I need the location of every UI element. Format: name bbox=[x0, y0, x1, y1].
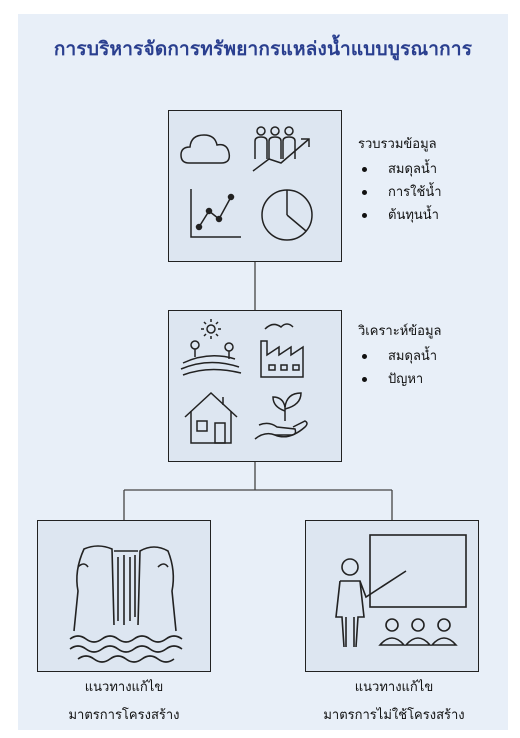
hand-plant-icon bbox=[255, 393, 307, 439]
collect-node bbox=[168, 110, 342, 262]
collect-item-2: การใช้น้ำ bbox=[358, 181, 442, 204]
collect-heading: รวบรวมข้อมูล bbox=[358, 133, 442, 154]
nonstructural-icons bbox=[306, 521, 480, 673]
analyze-item-1: สมดุลน้ำ bbox=[358, 345, 442, 368]
analyze-heading: วิเคราะห์ข้อมูล bbox=[358, 320, 442, 341]
structural-caption: แนวทางแก้ไข มาตรการโครงสร้าง bbox=[22, 674, 226, 730]
analyze-node bbox=[168, 310, 342, 462]
collect-icons bbox=[169, 111, 343, 263]
factory-icon bbox=[261, 324, 303, 377]
analyze-text: วิเคราะห์ข้อมูล สมดุลน้ำ ปัญหา bbox=[358, 320, 442, 391]
nonstructural-line-1: แนวทางแก้ไข bbox=[292, 674, 496, 702]
nonstructural-caption: แนวทางแก้ไข มาตรการไม่ใช้โครงสร้าง bbox=[292, 674, 496, 730]
structural-icons bbox=[38, 521, 212, 673]
house-icon bbox=[185, 393, 237, 443]
pie-chart-icon bbox=[262, 190, 312, 240]
analyze-item-2: ปัญหา bbox=[358, 368, 442, 391]
line-chart-icon bbox=[191, 189, 241, 237]
collect-item-1: สมดุลน้ำ bbox=[358, 158, 442, 181]
structural-node bbox=[37, 520, 211, 672]
collect-item-3: ต้นทุนน้ำ bbox=[358, 204, 442, 227]
farm-sun-icon bbox=[181, 319, 241, 375]
nonstructural-line-2: มาตรการไม่ใช้โครงสร้าง bbox=[292, 702, 496, 730]
analyze-icons bbox=[169, 311, 343, 463]
structural-line-1: แนวทางแก้ไข bbox=[22, 674, 226, 702]
structural-line-2: มาตรการโครงสร้าง bbox=[22, 702, 226, 730]
people-growth-icon bbox=[253, 127, 309, 171]
collect-text: รวบรวมข้อมูล สมดุลน้ำ การใช้น้ำ ต้นทุนน้… bbox=[358, 133, 442, 227]
cloud-icon bbox=[181, 135, 229, 163]
teacher-board-icon bbox=[336, 535, 466, 647]
waterfall-icon bbox=[70, 546, 182, 662]
nonstructural-node bbox=[305, 520, 479, 672]
